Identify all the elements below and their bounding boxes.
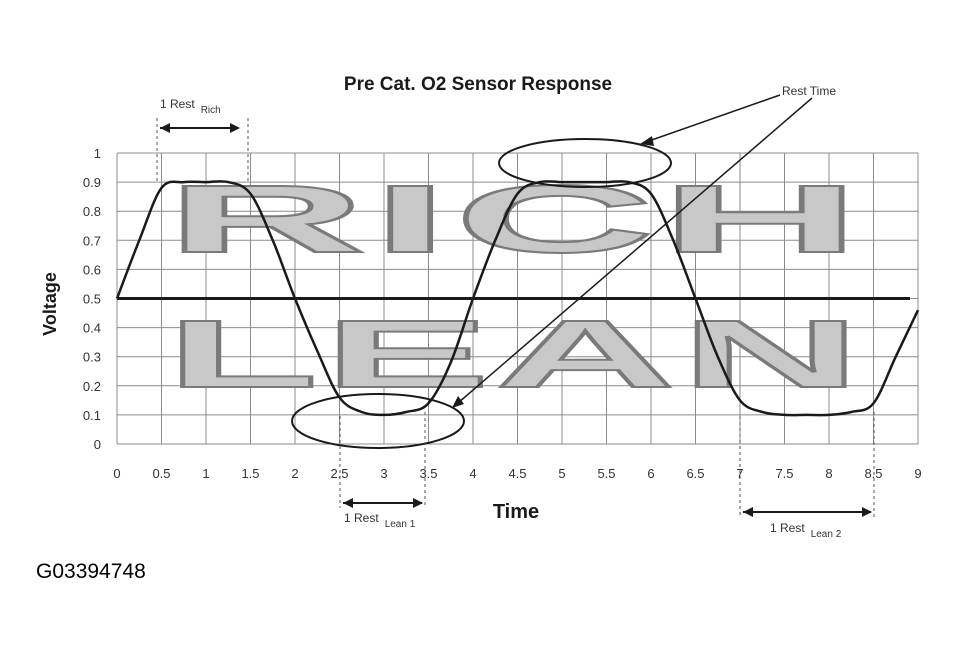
- lean-rest-ellipse: [291, 393, 465, 449]
- rich-region-label: RICH: [166, 166, 866, 273]
- lean-region-label: LEAN: [166, 301, 866, 408]
- x-tick-labels: 00.511.522.533.544.555.566.577.588.59: [113, 466, 921, 481]
- lean2-rest-text: 1 Rest: [770, 521, 805, 535]
- y-tick-label: 0.3: [83, 350, 101, 365]
- x-tick-label: 2.5: [330, 466, 348, 481]
- x-tick-label: 2: [291, 466, 298, 481]
- x-tick-label: 1.5: [241, 466, 259, 481]
- rich-rest-ellipse: [498, 138, 672, 188]
- y-tick-label: 1: [94, 146, 101, 161]
- y-tick-label: 0.7: [83, 233, 101, 248]
- chart-title: Pre Cat. O2 Sensor Response: [344, 74, 612, 95]
- y-tick-label: 0.2: [83, 379, 101, 394]
- x-tick-label: 7: [736, 466, 743, 481]
- x-tick-label: 8: [825, 466, 832, 481]
- x-tick-label: 4.5: [508, 466, 526, 481]
- x-tick-label: 9: [914, 466, 921, 481]
- y-axis-label: Voltage: [40, 272, 60, 336]
- y-tick-label: 0.9: [83, 175, 101, 190]
- rest-time-arrowhead-1: [640, 136, 654, 146]
- x-tick-label: 6: [647, 466, 654, 481]
- lean2-bracket-arrowhead-right: [862, 507, 872, 517]
- x-tick-label: 3.5: [419, 466, 437, 481]
- rest-time-arrowhead-2: [452, 396, 464, 408]
- x-tick-label: 5.5: [597, 466, 615, 481]
- x-tick-label: 1: [202, 466, 209, 481]
- rich-bracket-arrowhead-right: [230, 123, 240, 133]
- y-tick-labels: 0 0.1 0.2 0.3 0.4 0.5 0.6 0.7 0.8 0.9 1: [83, 146, 101, 452]
- lean1-subscript: Lean 1: [385, 519, 416, 530]
- y-tick-label: 0.4: [83, 321, 101, 336]
- y-tick-label: 0.8: [83, 204, 101, 219]
- x-tick-label: 3: [380, 466, 387, 481]
- lean2-subscript: Lean 2: [811, 529, 842, 540]
- rest-time-arrow-2: [457, 97, 813, 404]
- x-tick-label: 5: [558, 466, 565, 481]
- y-tick-label: 0.1: [83, 408, 101, 423]
- x-tick-label: 0: [113, 466, 120, 481]
- x-tick-label: 7.5: [775, 466, 793, 481]
- rest-time-callout: Rest Time: [782, 84, 836, 98]
- x-tick-label: 6.5: [686, 466, 704, 481]
- x-axis-label: Time: [493, 501, 539, 523]
- lean1-bracket-arrowhead-left: [343, 498, 353, 508]
- rich-subscript: Rich: [201, 105, 221, 116]
- rich-rest-text: 1 Rest: [160, 97, 195, 111]
- figure-id: G03394748: [36, 560, 146, 583]
- x-tick-label: 0.5: [152, 466, 170, 481]
- lean2-bracket-arrowhead-left: [743, 507, 753, 517]
- rich-bracket-arrowhead-left: [160, 123, 170, 133]
- y-tick-label: 0.6: [83, 262, 101, 277]
- lean1-bracket-arrowhead-right: [413, 498, 423, 508]
- x-tick-label: 4: [469, 466, 476, 481]
- y-tick-label: 0.5: [83, 292, 101, 307]
- rest-time-arrow-1: [645, 94, 781, 143]
- y-tick-label: 0: [94, 437, 101, 452]
- series-line: [115, 179, 920, 417]
- lean1-rest-text: 1 Rest: [344, 511, 379, 525]
